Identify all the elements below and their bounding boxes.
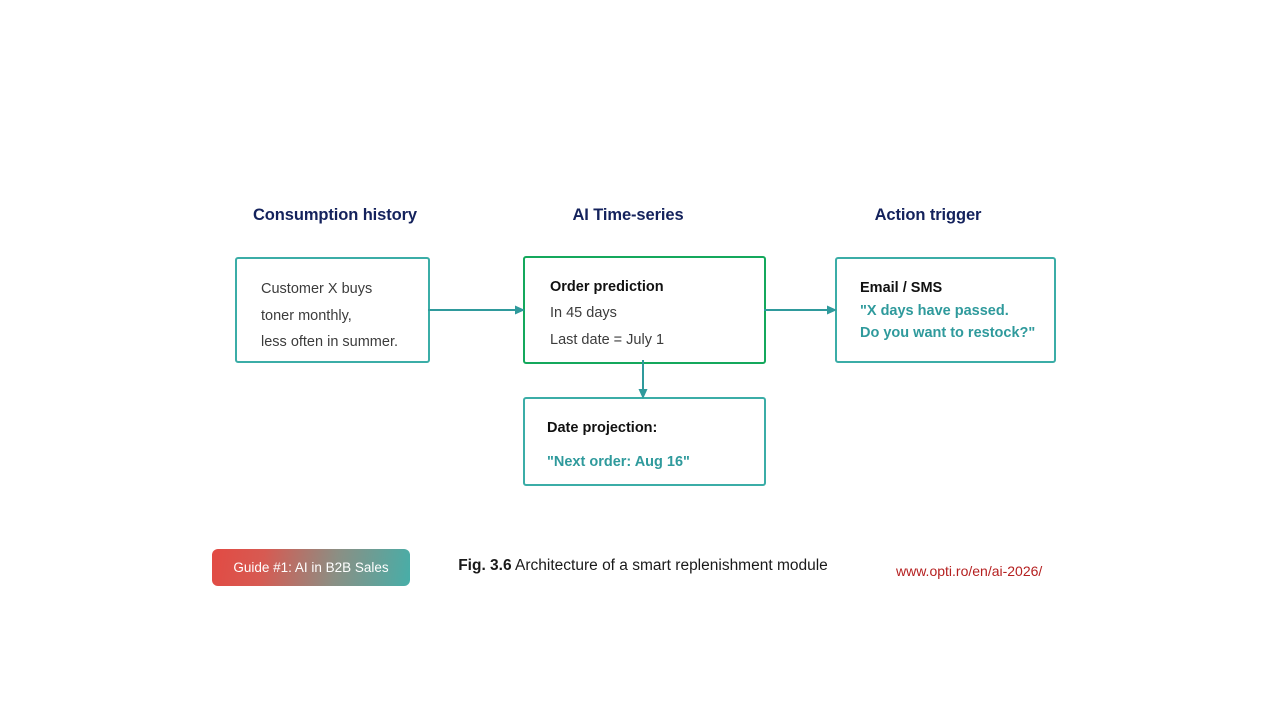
- box-consumption-history: Customer X buys toner monthly, less ofte…: [235, 257, 430, 363]
- projection-quote: "Next order: Aug 16": [547, 454, 690, 470]
- prediction-line-2: Last date = July 1: [550, 331, 665, 348]
- prediction-title: Order prediction: [550, 279, 664, 295]
- box-email-sms: Email / SMS "X days have passed. Do you …: [835, 257, 1056, 363]
- figure-caption-label: Fig. 3.6: [458, 557, 512, 574]
- figure-caption: Fig. 3.6 Architecture of a smart repleni…: [443, 555, 843, 576]
- guide-badge-label: Guide #1: AI in B2B Sales: [233, 560, 389, 575]
- projection-title: Date projection:: [547, 420, 658, 436]
- guide-badge[interactable]: Guide #1: AI in B2B Sales: [212, 549, 410, 586]
- source-url-link[interactable]: www.opti.ro/en/ai-2026/: [896, 563, 1043, 579]
- box-prediction-body: Order prediction In 45 days Last date = …: [550, 275, 754, 353]
- arrow-prediction-to-email: [764, 305, 837, 315]
- box-date-projection: Date projection: "Next order: Aug 16": [523, 397, 766, 486]
- consumption-line-1: Customer X buys: [261, 281, 373, 297]
- consumption-line-3: less often in summer.: [261, 334, 398, 350]
- column-heading-consumption-history: Consumption history: [252, 206, 418, 224]
- box-projection-body: Date projection: "Next order: Aug 16": [547, 416, 754, 474]
- figure-caption-text: Architecture of a smart replenishment mo…: [511, 557, 828, 574]
- email-quote-line-1: "X days have passed.: [860, 303, 1009, 319]
- arrow-prediction-to-projection: [638, 360, 648, 399]
- box-order-prediction: Order prediction In 45 days Last date = …: [523, 256, 766, 364]
- arrow-consumption-to-prediction: [428, 305, 525, 315]
- column-heading-action-trigger: Action trigger: [874, 206, 982, 224]
- prediction-line-1: In 45 days: [550, 305, 617, 321]
- column-heading-ai-time-series: AI Time-series: [572, 206, 684, 224]
- box-email-body: Email / SMS "X days have passed. Do you …: [860, 276, 1044, 344]
- email-title: Email / SMS: [860, 280, 943, 296]
- box-consumption-body: Customer X buys toner monthly, less ofte…: [261, 276, 418, 356]
- consumption-line-2: toner monthly,: [261, 307, 352, 324]
- email-quote-line-2: Do you want to restock?": [860, 324, 1036, 341]
